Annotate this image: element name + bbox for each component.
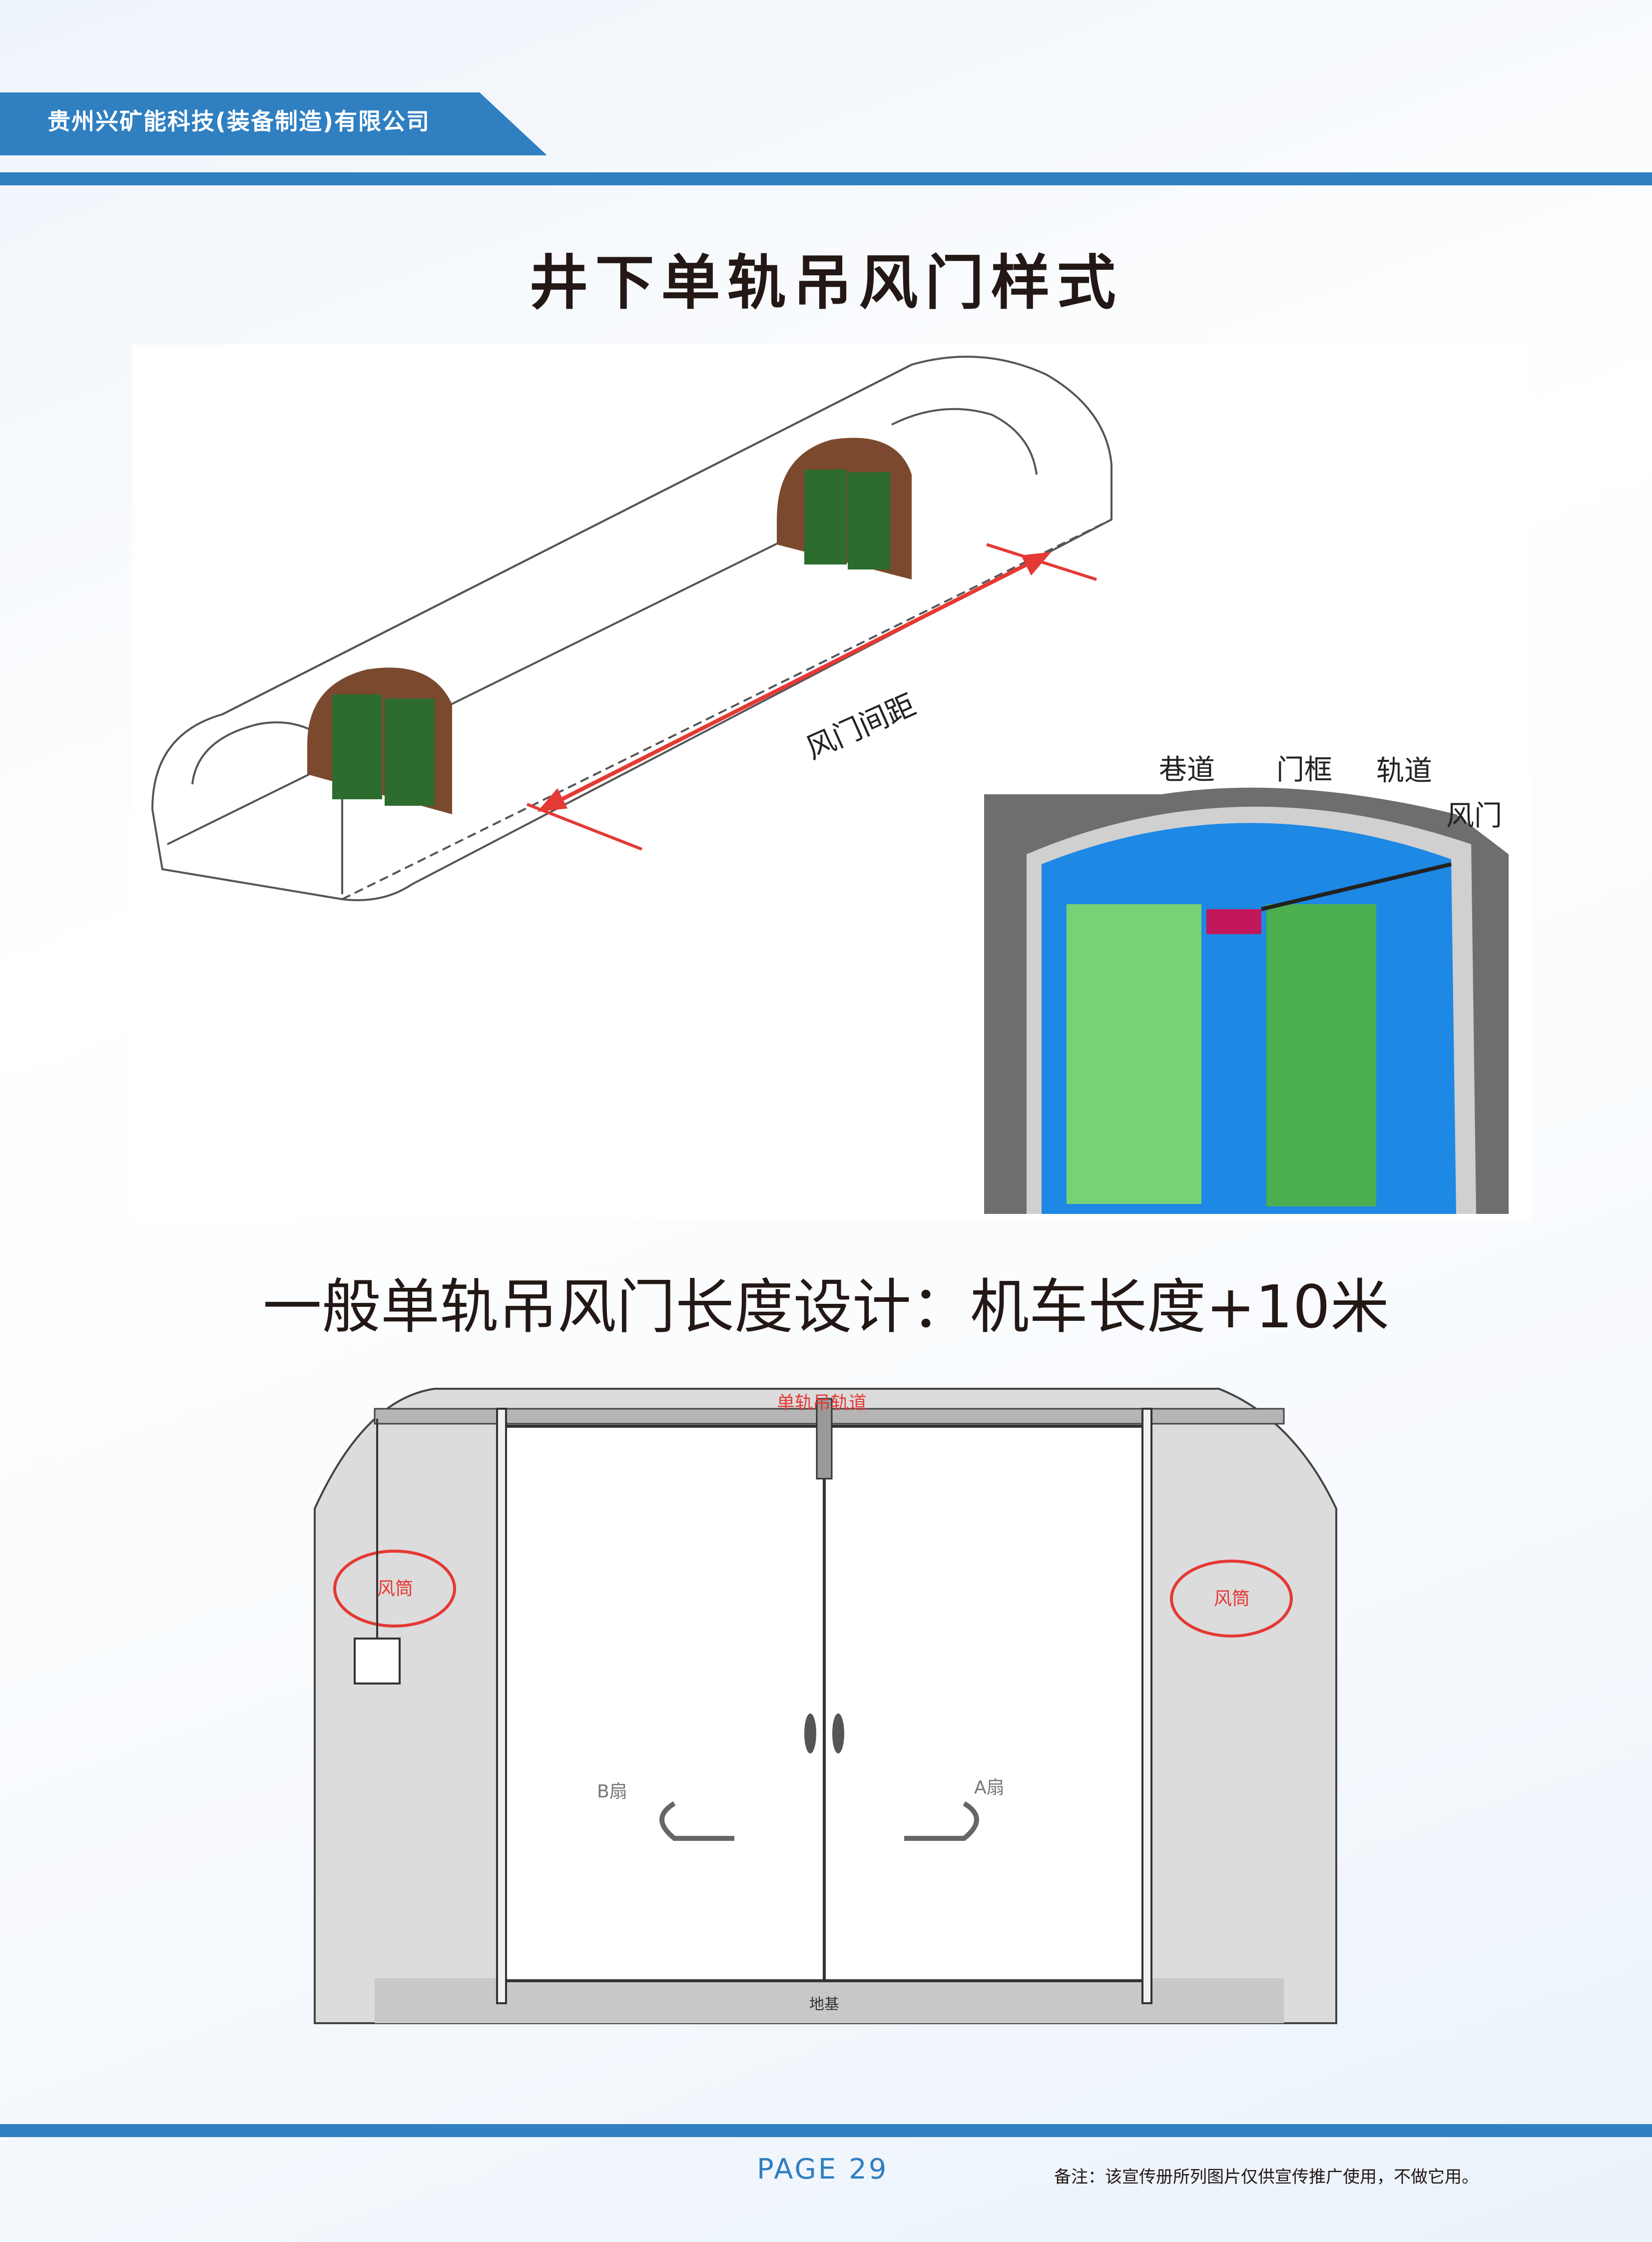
door-elevation-figure: 单轨吊轨道 风筒 风筒 B扇 A扇 地基 (314, 1388, 1337, 2024)
foundation-label: 地基 (809, 1996, 839, 2013)
leaf-a-label: A扇 (974, 1777, 1005, 1798)
disclaimer-note: 备注：该宣传册所列图片仅供宣传推广使用，不做它用。 (1054, 2167, 1479, 2187)
inset-label-door-frame: 门框 (1276, 754, 1332, 786)
page-title: 井下单轨吊风门样式 (529, 248, 1123, 317)
inset-label-roadway: 巷道 (1159, 754, 1215, 786)
page-number: PAGE 29 (757, 2153, 889, 2186)
near-air-door (307, 667, 452, 814)
footer-divider (0, 2124, 1652, 2137)
tunnel-air-door-figure: 风门间距 巷道 门框 轨道 风门 (132, 345, 1531, 1221)
company-name: 贵州兴矿能科技(装备制造)有限公司 (47, 108, 431, 135)
distance-arrow (526, 543, 1097, 851)
header-banner (0, 92, 547, 155)
far-air-door (777, 438, 912, 579)
header-divider (0, 172, 1652, 185)
left-duct-label: 风筒 (377, 1579, 413, 1599)
inset-label-track: 轨道 (1376, 755, 1432, 787)
leaf-b-label: B扇 (597, 1781, 627, 1802)
cross-section-inset (982, 779, 1521, 1214)
inset-label-air-door: 风门 (1446, 800, 1502, 832)
track-label: 单轨吊轨道 (777, 1393, 867, 1413)
design-length-rule: 一般单轨吊风门长度设计：机车长度+10米 (262, 1272, 1390, 1341)
right-duct-label: 风筒 (1214, 1589, 1250, 1609)
tunnel-outline (151, 356, 1112, 901)
